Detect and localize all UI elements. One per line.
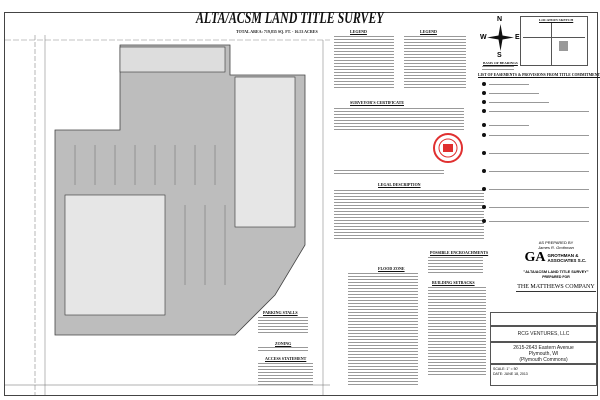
encroachments-list bbox=[428, 257, 483, 275]
legend-heading-2: LEGEND bbox=[420, 29, 437, 34]
total-area: TOTAL AREA: 719,835 SQ. FT. - 16.53 ACRE… bbox=[236, 29, 318, 34]
flood-zone-text bbox=[348, 273, 418, 387]
scale-date-box: SCALE: 1" = 50' DATE: JUNE 18, 2013 bbox=[490, 364, 597, 386]
surveyor-name: James R. Grothman bbox=[538, 245, 574, 250]
prepared-by-label: AS PREPARED BY bbox=[538, 240, 574, 245]
legend-list-2 bbox=[404, 36, 466, 90]
access-statement-heading: ACCESS STATEMENT bbox=[265, 356, 307, 361]
certificate-note bbox=[334, 170, 444, 176]
firm-name: GROTHMAN & ASSOCIATES S.C. bbox=[547, 252, 587, 264]
compass-w: W bbox=[480, 34, 487, 41]
site-plan bbox=[5, 35, 330, 395]
prepared-for-label: PREPARED FOR bbox=[542, 275, 570, 279]
zoning-heading: ZONING bbox=[275, 341, 292, 346]
date-label: DATE: JUNE 18, 2013 bbox=[493, 372, 528, 376]
location-sketch: LOCATION SKETCH bbox=[520, 16, 588, 66]
scale-label: SCALE: 1" = 50' bbox=[493, 367, 519, 371]
access-statement-text bbox=[258, 363, 313, 387]
surveyor-seal bbox=[433, 133, 463, 163]
legend-heading: LEGEND bbox=[350, 29, 367, 34]
bearings-text bbox=[482, 66, 514, 72]
project-name: (Plymouth Commons) bbox=[519, 357, 568, 363]
building-1 bbox=[119, 46, 226, 73]
parking-stalls-text bbox=[258, 317, 308, 335]
easements-list bbox=[482, 82, 592, 223]
sheet-border bbox=[4, 12, 598, 396]
flood-zone-heading: FLOOD ZONE bbox=[378, 266, 405, 271]
surveyor-certificate-text bbox=[334, 108, 464, 132]
legend-list bbox=[334, 36, 394, 90]
basis-of-bearings: BASIS OF BEARINGS bbox=[483, 61, 518, 65]
compass-e: E bbox=[515, 34, 520, 41]
page-title: ALTA/ACSM LAND TITLE SURVEY bbox=[196, 8, 384, 27]
firm-logo: GA bbox=[524, 250, 546, 265]
setbacks-text bbox=[428, 287, 486, 377]
zoning-text bbox=[258, 347, 308, 353]
company-logo: THE MATTHEWS COMPANY bbox=[516, 284, 596, 292]
possible-encroachments-heading: POSSIBLE ENCROACHMENTS bbox=[430, 250, 489, 255]
compass-rose-icon bbox=[487, 24, 514, 51]
project-address-box: 2615-2643 Eastern Avenue Plymouth, WI (P… bbox=[490, 342, 597, 364]
client-name: RCG VENTURES, LLC bbox=[490, 326, 597, 342]
preparer-block: AS PREPARED BY James R. Grothman GA GROT… bbox=[516, 240, 596, 292]
survey-type: "ALTA/ACSM LAND TITLE SURVEY" bbox=[523, 270, 589, 274]
location-sketch-heading: LOCATION SKETCH bbox=[539, 18, 574, 22]
easements-heading: LIST OF EASEMENTS & PROVISIONS FROM TITL… bbox=[478, 73, 600, 77]
building-2 bbox=[234, 76, 296, 228]
parking-stalls-heading: PARKING STALLS bbox=[263, 310, 298, 315]
revision-table bbox=[490, 312, 597, 326]
building-3 bbox=[64, 194, 166, 316]
legal-description-text bbox=[334, 190, 484, 241]
building-setbacks-heading: BUILDING SETBACKS bbox=[432, 280, 475, 285]
project-city: Plymouth, WI bbox=[528, 351, 559, 357]
surveyor-certificate-heading: SURVEYOR'S CERTIFICATE bbox=[350, 100, 404, 105]
legal-description-heading: LEGAL DESCRIPTION bbox=[378, 182, 421, 187]
compass-n: N bbox=[497, 16, 503, 23]
project-address: 2615-2643 Eastern Avenue bbox=[513, 345, 574, 351]
north-arrow: N S W E bbox=[480, 16, 520, 59]
compass-s: S bbox=[497, 52, 502, 59]
